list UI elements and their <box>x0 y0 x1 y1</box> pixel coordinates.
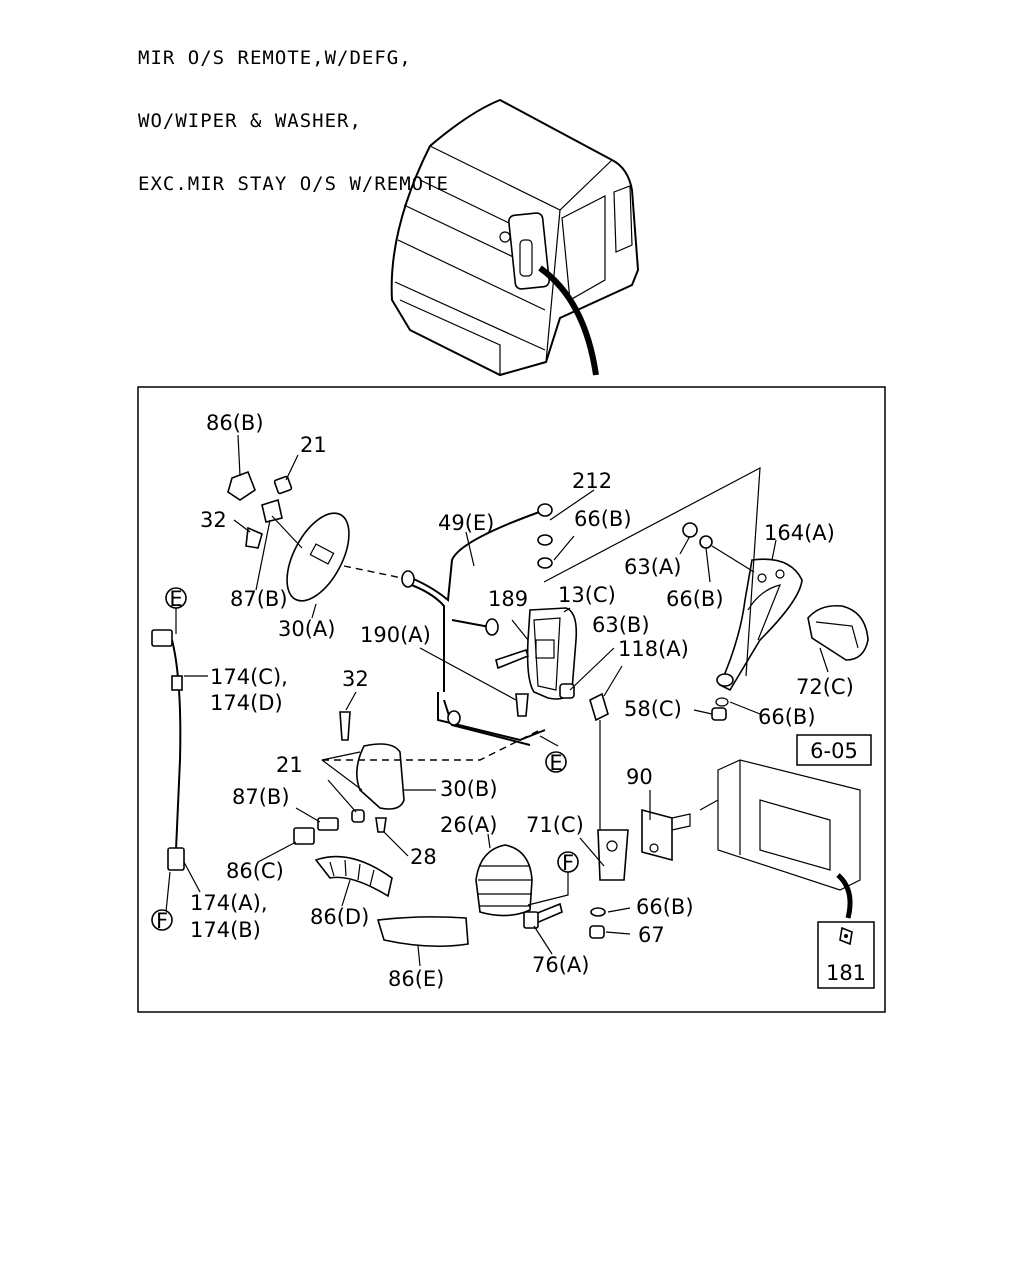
label-66bb: 66(B) <box>666 587 724 611</box>
diagram-title: MIR O/S REMOTE,W/DEFG, WO/WIPER & WASHER… <box>138 6 449 216</box>
label-63b: 63(B) <box>592 613 650 637</box>
label-86b: 86(B) <box>206 411 264 435</box>
truck-cab-illustration <box>390 98 640 377</box>
title-line-1: MIR O/S REMOTE,W/DEFG, <box>138 47 412 69</box>
label-66bc: 66(B) <box>758 705 816 729</box>
label-174a: 174(A), <box>190 891 268 915</box>
label-164a: 164(A) <box>764 521 835 545</box>
part-labels: 86(B) 21 32 87(B) 30(A) 49(E) 212 66(B) … <box>190 411 866 991</box>
detail-frame <box>137 386 886 1013</box>
label-87bb: 87(B) <box>232 785 290 809</box>
label-28: 28 <box>410 845 437 869</box>
label-21b: 21 <box>276 753 303 777</box>
label-118a: 118(A) <box>618 637 689 661</box>
svg-text:F: F <box>156 909 168 933</box>
label-63a: 63(A) <box>624 555 681 579</box>
label-86c: 86(C) <box>226 859 284 883</box>
label-30b: 30(B) <box>440 777 498 801</box>
leader-lines <box>165 434 829 967</box>
ref-box-6-05[interactable]: 6-05 <box>796 734 872 766</box>
part-181-box <box>817 921 875 989</box>
svg-text:6-05: 6-05 <box>810 739 858 763</box>
label-67: 67 <box>638 923 665 947</box>
label-30a: 30(A) <box>278 617 335 641</box>
label-49e: 49(E) <box>438 511 494 535</box>
label-90: 90 <box>626 765 653 789</box>
label-13c: 13(C) <box>558 583 616 607</box>
svg-text:F: F <box>562 851 574 875</box>
label-86e: 86(E) <box>388 967 444 991</box>
label-72c: 72(C) <box>796 675 854 699</box>
label-174b: 174(B) <box>190 918 261 942</box>
ref-marker-e-mid: E <box>545 751 567 775</box>
label-76a: 76(A) <box>532 953 589 977</box>
label-66ba: 66(B) <box>574 507 632 531</box>
label-174c: 174(C), <box>210 665 288 689</box>
label-86d: 86(D) <box>310 905 369 929</box>
label-212: 212 <box>572 469 612 493</box>
label-32a: 32 <box>200 508 227 532</box>
part-shapes <box>151 470 869 948</box>
ref-marker-f-mid: F <box>557 851 579 875</box>
svg-text:E: E <box>169 587 182 611</box>
title-line-2: WO/WIPER & WASHER, <box>138 110 362 132</box>
svg-text:E: E <box>549 751 562 775</box>
ref-marker-e-top: E <box>165 587 187 611</box>
label-71c: 71(C) <box>526 813 584 837</box>
label-174d: 174(D) <box>210 691 283 715</box>
label-58c: 58(C) <box>624 697 682 721</box>
label-189: 189 <box>488 587 528 611</box>
label-87ba: 87(B) <box>230 587 288 611</box>
label-26a: 26(A) <box>440 813 497 837</box>
ref-marker-f-left: F <box>151 909 173 933</box>
label-21a: 21 <box>300 433 327 457</box>
label-181: 181 <box>826 961 866 985</box>
title-line-3: EXC.MIR STAY O/S W/REMOTE <box>138 173 449 195</box>
label-32b: 32 <box>342 667 369 691</box>
label-190a: 190(A) <box>360 623 431 647</box>
label-66bd: 66(B) <box>636 895 694 919</box>
